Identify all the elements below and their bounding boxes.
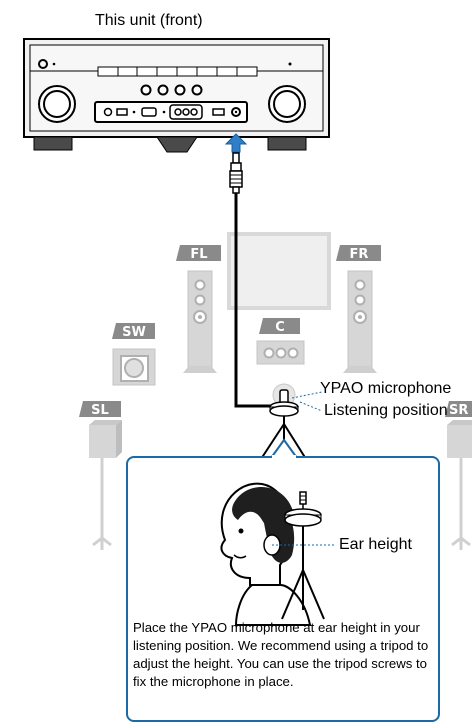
ear-height-label: Ear height	[339, 536, 412, 553]
badge-sr: SR	[445, 401, 472, 418]
microphone-cable	[229, 152, 273, 408]
badge-fr-text: FR	[350, 247, 369, 262]
label-leader-lines	[291, 391, 323, 412]
badge-fl: FL	[176, 245, 221, 262]
speaker-sl	[89, 420, 122, 550]
badge-sl: SL	[79, 401, 121, 418]
speaker-fr	[343, 270, 377, 373]
unit-title: This unit (front)	[95, 12, 203, 29]
microphone-closeup-icon	[281, 491, 325, 620]
badge-c: C	[259, 318, 300, 335]
badge-fr: FR	[336, 245, 381, 262]
callout-pointer	[270, 438, 298, 459]
speaker-sw	[112, 348, 156, 386]
microphone-label: YPAO microphone	[320, 380, 452, 397]
listening-position-label: Listening position	[324, 402, 448, 419]
av-receiver	[23, 38, 330, 153]
speaker-sr	[447, 420, 472, 550]
badge-sr-text: SR	[449, 403, 468, 418]
badge-c-text: C	[275, 320, 285, 335]
microphone-on-tripod	[260, 389, 307, 460]
badge-sl-text: SL	[91, 403, 109, 418]
badge-fl-text: FL	[190, 247, 207, 262]
badge-sw: SW	[112, 323, 155, 340]
tv-screen	[227, 232, 331, 310]
badge-sw-text: SW	[122, 325, 146, 340]
speaker-fl	[183, 270, 217, 373]
listener-head-icon	[220, 482, 312, 626]
connect-arrow-icon	[224, 133, 248, 153]
instruction-text: Place the YPAO microphone at ear height …	[133, 620, 429, 689]
speaker-c	[256, 340, 305, 365]
